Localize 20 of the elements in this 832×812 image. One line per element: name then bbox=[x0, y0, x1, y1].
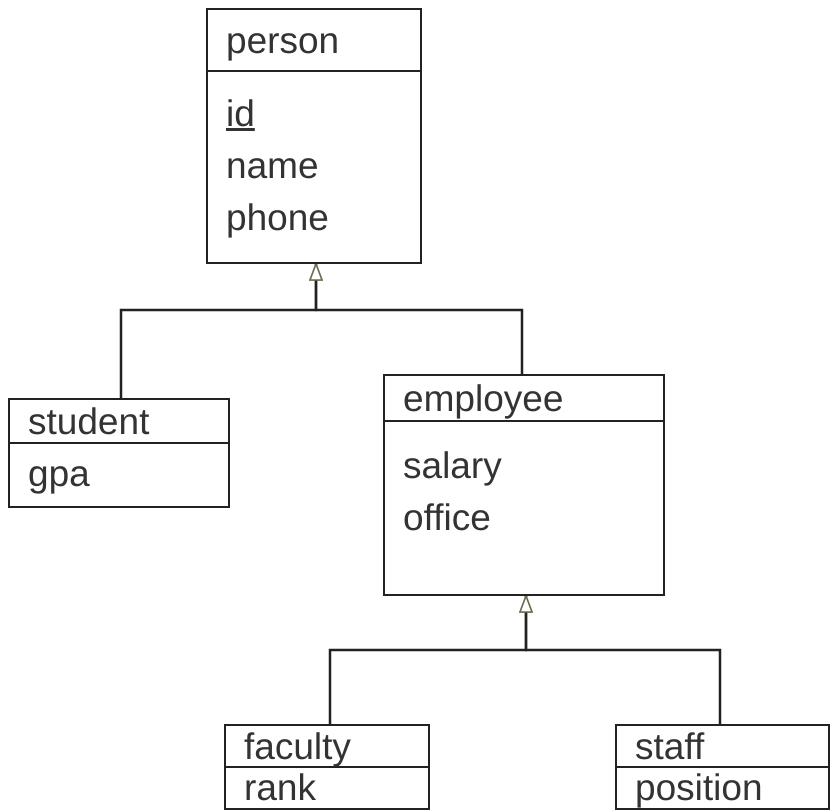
class-box bbox=[615, 724, 830, 810]
attribute-name: id bbox=[225, 92, 255, 136]
generalization-arrow bbox=[309, 263, 524, 374]
class-name: faculty bbox=[226, 726, 428, 768]
attribute-name: office bbox=[402, 496, 491, 540]
attribute-name: gpa bbox=[27, 452, 90, 496]
class-name: person bbox=[208, 10, 420, 72]
class-box bbox=[224, 724, 430, 810]
attribute-name: position bbox=[634, 770, 763, 806]
class-box bbox=[383, 374, 665, 596]
attribute-name: salary bbox=[402, 444, 502, 488]
class-name: student bbox=[10, 400, 228, 444]
attribute-name: rank bbox=[243, 770, 316, 806]
class-name: employee bbox=[385, 376, 663, 422]
class-name: staff bbox=[617, 726, 828, 768]
attribute-name: phone bbox=[225, 196, 329, 240]
class-box bbox=[206, 8, 422, 264]
attribute-name: name bbox=[225, 144, 319, 188]
class-box bbox=[8, 398, 230, 508]
generalization-arrow bbox=[519, 595, 722, 724]
